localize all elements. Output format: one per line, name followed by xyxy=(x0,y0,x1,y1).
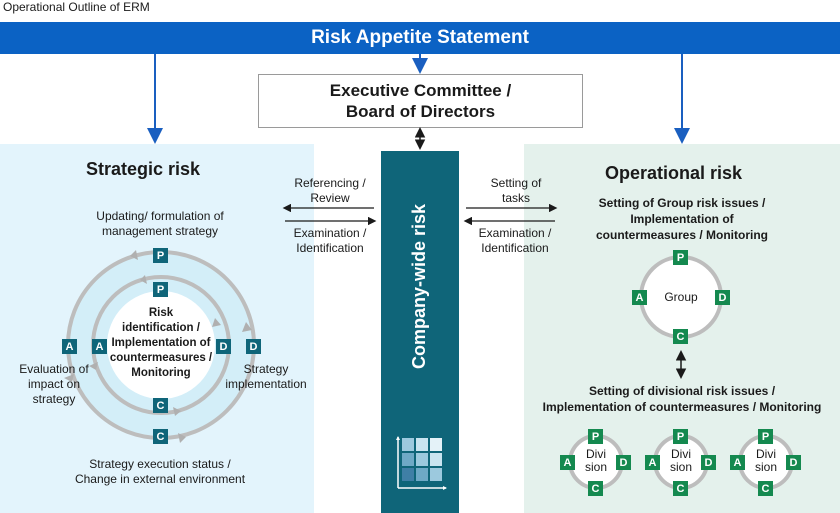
strategic-top-line-2: management strategy xyxy=(101,224,219,238)
strategic-left-label: Evaluation of impact on strategy xyxy=(8,362,100,407)
strategic-bottom-line-2: Change in external environment xyxy=(74,472,246,486)
outer-act-badge: A xyxy=(62,339,77,354)
group-title-line-2: Implementation of xyxy=(630,212,734,226)
inner-arrowhead-4 xyxy=(140,275,147,284)
group-center-disc xyxy=(647,263,715,331)
exam-ident-right-line-1: Examination / xyxy=(478,226,552,240)
group-label: Group xyxy=(664,290,698,304)
division-1-check-badge: C xyxy=(588,481,603,496)
outer-do-badge: D xyxy=(246,339,261,354)
outer-check-badge: C xyxy=(153,429,168,444)
inner-arrowhead-2 xyxy=(173,407,181,416)
division-2-act-badge: A xyxy=(645,455,660,470)
setting-tasks-line-1: Setting of xyxy=(490,176,542,190)
outer-arrowhead-4 xyxy=(130,250,138,260)
division-3-do-badge: D xyxy=(786,455,801,470)
strategic-center-line-3: Implementation of xyxy=(111,337,211,349)
division-3-act-badge: A xyxy=(730,455,745,470)
matrix-chart-icon xyxy=(396,436,447,490)
strategic-center-line-2: identification / xyxy=(122,322,200,334)
inner-act-badge: A xyxy=(92,339,107,354)
page-title: Operational Outline of ERM xyxy=(3,0,150,14)
strategic-right-line-1: Strategy xyxy=(243,362,289,376)
exam-ident-left-label: Examination / Identification xyxy=(280,226,380,256)
division-3-check-badge: C xyxy=(758,481,773,496)
division-2-plan-badge: P xyxy=(673,429,688,444)
group-plan-badge: P xyxy=(673,250,688,265)
company-wide-risk-column xyxy=(381,151,459,513)
exam-ident-left-line-1: Examination / xyxy=(293,226,367,240)
strategic-bottom-line-1: Strategy execution status / xyxy=(89,457,231,471)
strategic-right-label: Strategy implementation xyxy=(216,362,316,392)
division-3-plan-badge: P xyxy=(758,429,773,444)
division-label-3-line-2: sion xyxy=(754,460,777,474)
inner-do-badge: D xyxy=(216,339,231,354)
executive-committee-box: Executive Committee / Board of Directors xyxy=(258,74,583,128)
strategic-top-label: Updating/ formulation of management stra… xyxy=(60,209,260,239)
ref-review-line-1: Referencing / xyxy=(294,176,366,190)
outer-arrowhead-2 xyxy=(178,433,186,443)
strategic-left-line-3: strategy xyxy=(32,392,76,406)
exam-ident-right-label: Examination / Identification xyxy=(460,226,570,256)
division-1-act-badge: A xyxy=(560,455,575,470)
division-label-2-line-1: Divi xyxy=(671,447,691,461)
division-label-1-line-2: sion xyxy=(584,460,607,474)
outer-arrowhead-3 xyxy=(64,374,74,382)
strategic-center-line-5: Monitoring xyxy=(131,367,191,379)
division-2-check-badge: C xyxy=(673,481,688,496)
outer-arrowhead-1 xyxy=(242,322,252,332)
strategic-risk-heading: Strategic risk xyxy=(86,159,201,179)
risk-appetite-banner: Risk Appetite Statement xyxy=(0,22,840,54)
strategic-center-text: Risk identification / Implementation of … xyxy=(107,306,215,381)
exec-line-1: Executive Committee / xyxy=(329,81,512,100)
outer-plan-badge: P xyxy=(153,248,168,263)
group-do-badge: D xyxy=(715,290,730,305)
strategic-left-line-2: impact on xyxy=(27,377,81,391)
exam-ident-right-line-2: Identification xyxy=(481,241,549,255)
division-2-do-badge: D xyxy=(701,455,716,470)
strategic-center-disc xyxy=(107,291,215,399)
inner-plan-badge: P xyxy=(153,282,168,297)
group-check-badge: C xyxy=(673,329,688,344)
division-label-3: Divi sion xyxy=(746,448,786,474)
division-label-2-line-2: sion xyxy=(669,460,692,474)
strategic-left-line-1: Evaluation of xyxy=(19,362,89,376)
strategic-center-line-1: Risk xyxy=(148,307,174,319)
division-label-2: Divi sion xyxy=(661,448,701,474)
group-act-badge: A xyxy=(632,290,647,305)
division-title: Setting of divisional risk issues / Impl… xyxy=(527,383,837,415)
strategic-top-line-1: Updating/ formulation of xyxy=(96,209,224,223)
inner-arrowhead-1 xyxy=(212,318,221,327)
setting-tasks-label: Setting of tasks xyxy=(466,176,566,206)
group-title-line-1: Setting of Group risk issues / xyxy=(598,196,766,210)
setting-tasks-line-2: tasks xyxy=(501,191,530,205)
operational-risk-heading: Operational risk xyxy=(605,163,743,183)
inner-check-badge: C xyxy=(153,398,168,413)
division-1-do-badge: D xyxy=(616,455,631,470)
division-title-line-2: Implementation of countermeasures / Moni… xyxy=(542,400,822,414)
inner-arrowhead-3 xyxy=(89,362,98,370)
exam-ident-left-line-2: Identification xyxy=(296,241,364,255)
strategic-bottom-label: Strategy execution status / Change in ex… xyxy=(45,457,275,487)
ref-review-line-2: Review xyxy=(310,191,350,205)
strategic-right-line-2: implementation xyxy=(225,377,307,391)
division-label-3-line-1: Divi xyxy=(756,447,776,461)
division-1-plan-badge: P xyxy=(588,429,603,444)
division-label-1: Divi sion xyxy=(576,448,616,474)
exec-line-2: Board of Directors xyxy=(345,102,496,121)
ref-review-label: Referencing / Review xyxy=(280,176,380,206)
strategic-center-line-4: countermeasures / xyxy=(109,352,213,364)
group-title: Setting of Group risk issues / Implement… xyxy=(560,195,804,243)
group-title-line-3: countermeasures / Monitoring xyxy=(595,228,769,242)
division-title-line-1: Setting of divisional risk issues / xyxy=(588,384,776,398)
division-label-1-line-1: Divi xyxy=(586,447,606,461)
